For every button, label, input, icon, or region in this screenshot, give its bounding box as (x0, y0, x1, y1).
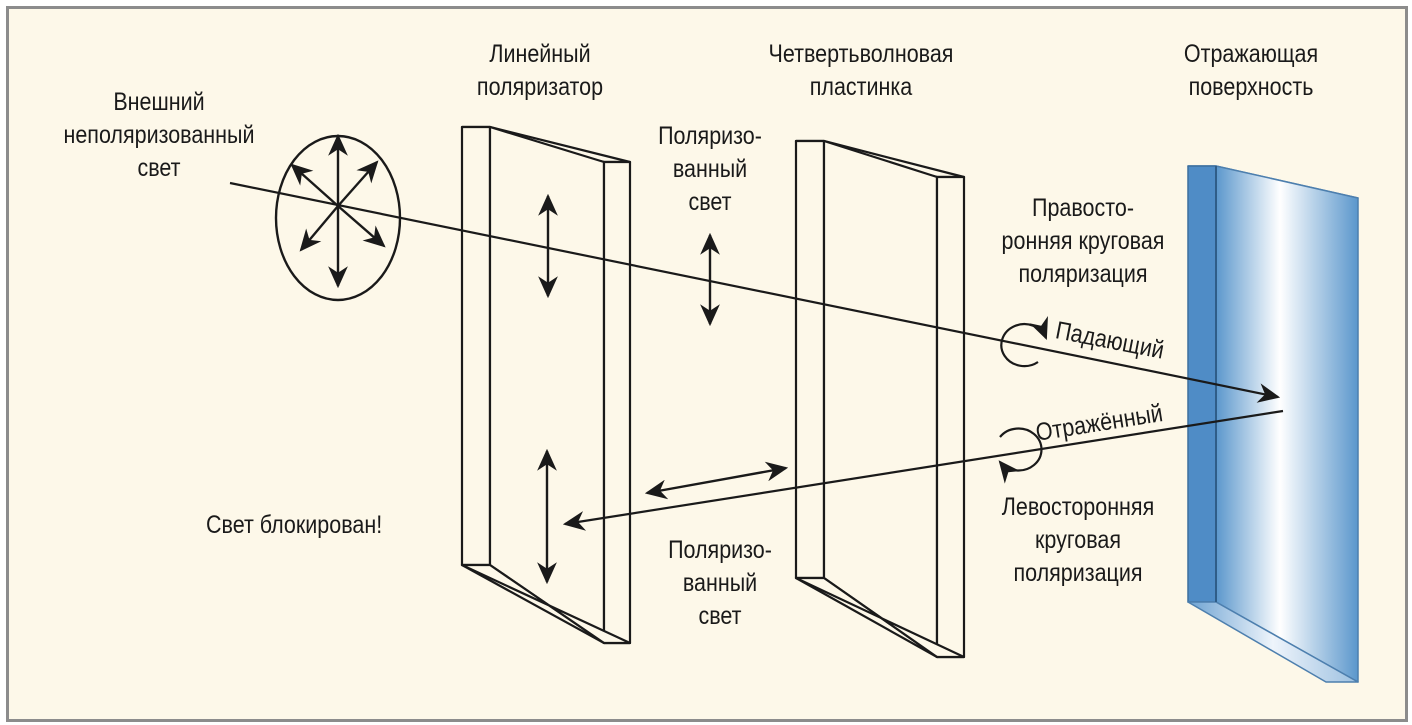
unpolarized-light-symbol (274, 133, 402, 302)
right-circular-rotation-icon (1000, 315, 1048, 368)
reflecting-surface-label: Отражающая поверхность (1183, 40, 1319, 101)
polarized-light-top-label: Поляризо- ванный свет (658, 122, 762, 216)
polarized-light-bottom-arrow (644, 461, 789, 500)
reflecting-surface-mirror (1187, 165, 1359, 683)
diagram-frame (6, 6, 1408, 722)
external-unpolarized-light-label: Внешний неполяризованный свет (63, 88, 255, 182)
incident-ray (229, 181, 1281, 403)
left-circular-rotation-icon (998, 427, 1043, 484)
polarized-light-bottom-label: Поляризо- ванный свет (668, 536, 772, 630)
right-circular-polarization-label: Правосто- ронняя круговая поляризация (1001, 194, 1165, 288)
reflected-ray (562, 409, 1284, 531)
light-blocked-label: Свет блокирован! (206, 511, 383, 539)
left-circular-polarization-label: Левосторонняя круговая поляризация (1001, 493, 1155, 587)
quarter-wave-plate-slab (794, 139, 966, 659)
linear-polarizer-slab (460, 125, 632, 645)
quarter-wave-plate-label: Четвертьволновая пластинка (768, 40, 954, 101)
linear-polarizer-label: Линейный поляризатор (476, 40, 604, 101)
